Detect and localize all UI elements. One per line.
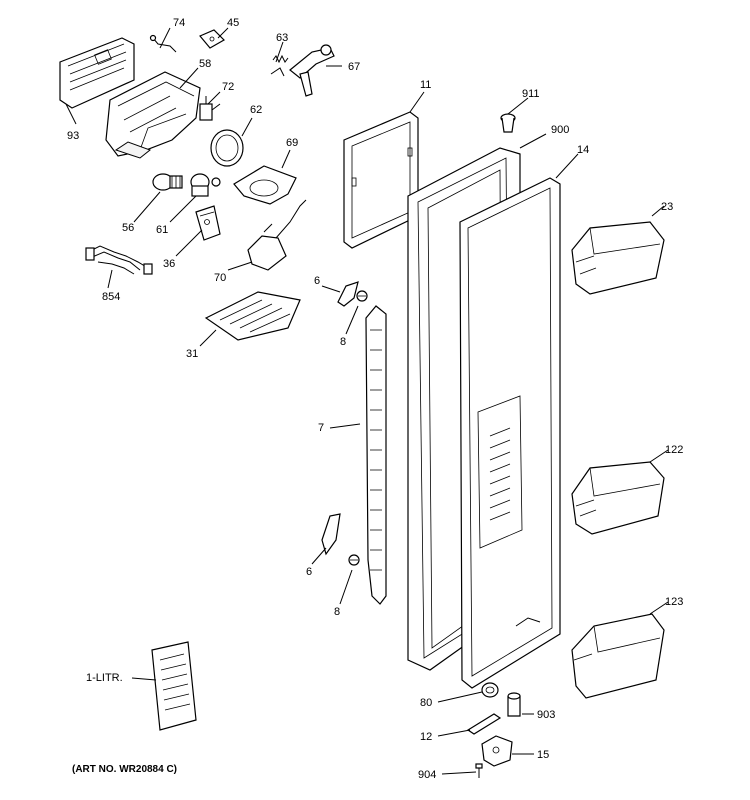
part-61-socket	[190, 173, 221, 197]
part-72-switch	[199, 96, 221, 121]
label-63: 63	[276, 32, 288, 44]
label-904: 904	[418, 769, 436, 781]
label-1-litr: 1-LITR.	[86, 672, 123, 684]
part-56-bulb	[152, 173, 183, 191]
part-7-handle	[365, 305, 387, 605]
label-122: 122	[665, 444, 683, 456]
label-80: 80	[420, 697, 432, 709]
part-63-spring	[270, 54, 289, 77]
art-number: (ART NO. WR20884 C)	[72, 764, 177, 775]
label-903: 903	[537, 709, 555, 721]
part-23-door-bin	[571, 221, 665, 295]
label-8-bottom: 8	[334, 606, 340, 618]
part-122-door-bin	[571, 461, 665, 535]
part-6-handle-cap-top	[337, 281, 359, 307]
label-854: 854	[102, 291, 120, 303]
part-6-handle-cap-bottom	[321, 513, 341, 556]
label-14: 14	[577, 144, 589, 156]
label-12: 12	[420, 731, 432, 743]
label-72: 72	[222, 81, 234, 93]
part-8-screw-top	[356, 290, 368, 302]
label-62: 62	[250, 104, 262, 116]
label-36: 36	[163, 258, 175, 270]
part-911-grommet	[500, 113, 516, 133]
leader-lines	[65, 27, 669, 775]
part-8-screw-bottom	[348, 554, 360, 566]
part-854-wire-harness	[85, 245, 153, 275]
part-11-door-liner	[343, 111, 419, 249]
part-70-wire-cover	[247, 199, 307, 271]
label-56: 56	[122, 222, 134, 234]
part-31-drip-tray	[204, 291, 301, 341]
label-911: 911	[522, 88, 540, 100]
label-15: 15	[537, 749, 549, 761]
part-903-tube	[507, 692, 521, 717]
part-12-bracket	[466, 713, 502, 735]
part-80-plug	[481, 682, 499, 698]
part-62-ring	[210, 129, 244, 167]
label-67: 67	[348, 61, 360, 73]
label-6-bottom: 6	[306, 566, 312, 578]
label-6-top: 6	[314, 275, 320, 287]
label-70: 70	[214, 272, 226, 284]
label-58: 58	[199, 58, 211, 70]
part-58-housing	[105, 71, 201, 159]
label-23: 23	[661, 201, 673, 213]
label-11: 11	[420, 79, 431, 91]
part-literature	[151, 641, 197, 731]
part-36-bracket	[195, 205, 221, 241]
part-904-screw	[475, 763, 483, 778]
part-69-bracket	[233, 165, 297, 205]
part-45-bracket	[199, 29, 225, 49]
part-123-door-bin	[571, 613, 665, 699]
label-61: 61	[156, 224, 168, 236]
label-74: 74	[173, 17, 185, 29]
label-900: 900	[551, 124, 569, 136]
label-123: 123	[665, 596, 683, 608]
label-31: 31	[186, 348, 198, 360]
part-74-wire	[149, 34, 177, 53]
part-15-hinge	[481, 735, 513, 767]
part-67-lever	[289, 44, 335, 97]
part-labels: 74 45 63 67 58 72 93 62 69 11 911 900 14…	[67, 17, 683, 781]
label-93: 93	[67, 130, 79, 142]
label-45: 45	[227, 17, 239, 29]
label-8-top: 8	[340, 336, 346, 348]
part-14-gasket	[459, 177, 561, 689]
label-69: 69	[286, 137, 298, 149]
part-93-control-panel	[59, 37, 135, 109]
label-7: 7	[318, 422, 324, 434]
